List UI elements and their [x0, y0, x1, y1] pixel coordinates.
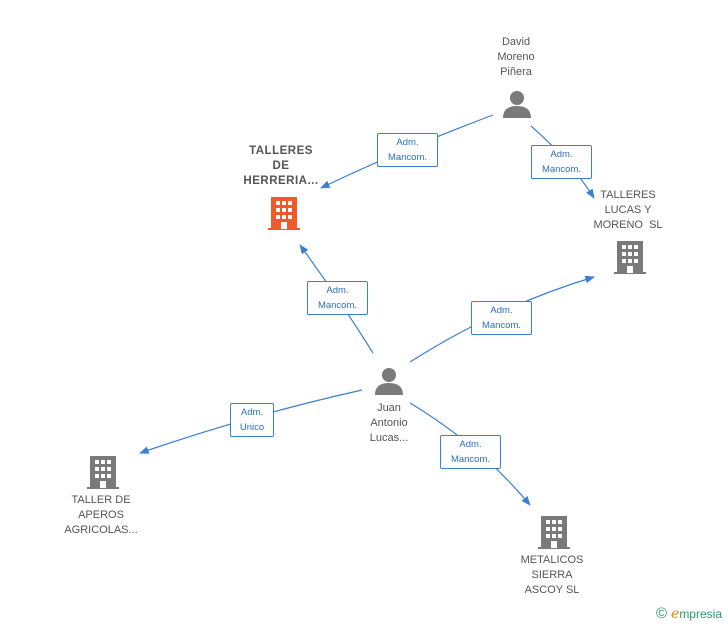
person-icon[interactable]: [375, 368, 403, 395]
edge-role-label[interactable]: Adm. Unico: [230, 403, 274, 437]
copyright-icon: ©: [655, 605, 668, 622]
company-name-label[interactable]: METALICOS SIERRA ASCOY SL: [520, 554, 584, 596]
company-name-label[interactable]: TALLER DE APEROS AGRICOLAS...: [64, 494, 138, 536]
edge-role-label[interactable]: Adm. Mancom.: [531, 145, 592, 179]
building-icon[interactable]: [538, 516, 570, 549]
edge-role-label[interactable]: Adm. Mancom.: [307, 281, 368, 315]
building-icon[interactable]: [268, 197, 300, 230]
building-icon[interactable]: [614, 241, 646, 274]
edge-role-label[interactable]: Adm. Mancom.: [440, 435, 501, 469]
building-icon[interactable]: [87, 456, 119, 489]
person-name-label[interactable]: Juan Antonio Lucas...: [369, 402, 409, 444]
company-name-label[interactable]: TALLERES LUCAS Y MORENO SL: [593, 189, 663, 231]
edge-role-label[interactable]: Adm. Mancom.: [377, 133, 438, 167]
person-icon[interactable]: [503, 91, 531, 118]
edge-role-label[interactable]: Adm. Mancom.: [471, 301, 532, 335]
company-name-label[interactable]: TALLERES DE HERRERIA...: [243, 145, 319, 187]
brand-logo: © empresia: [655, 605, 722, 622]
person-name-label[interactable]: David Moreno Piñera: [497, 36, 535, 78]
